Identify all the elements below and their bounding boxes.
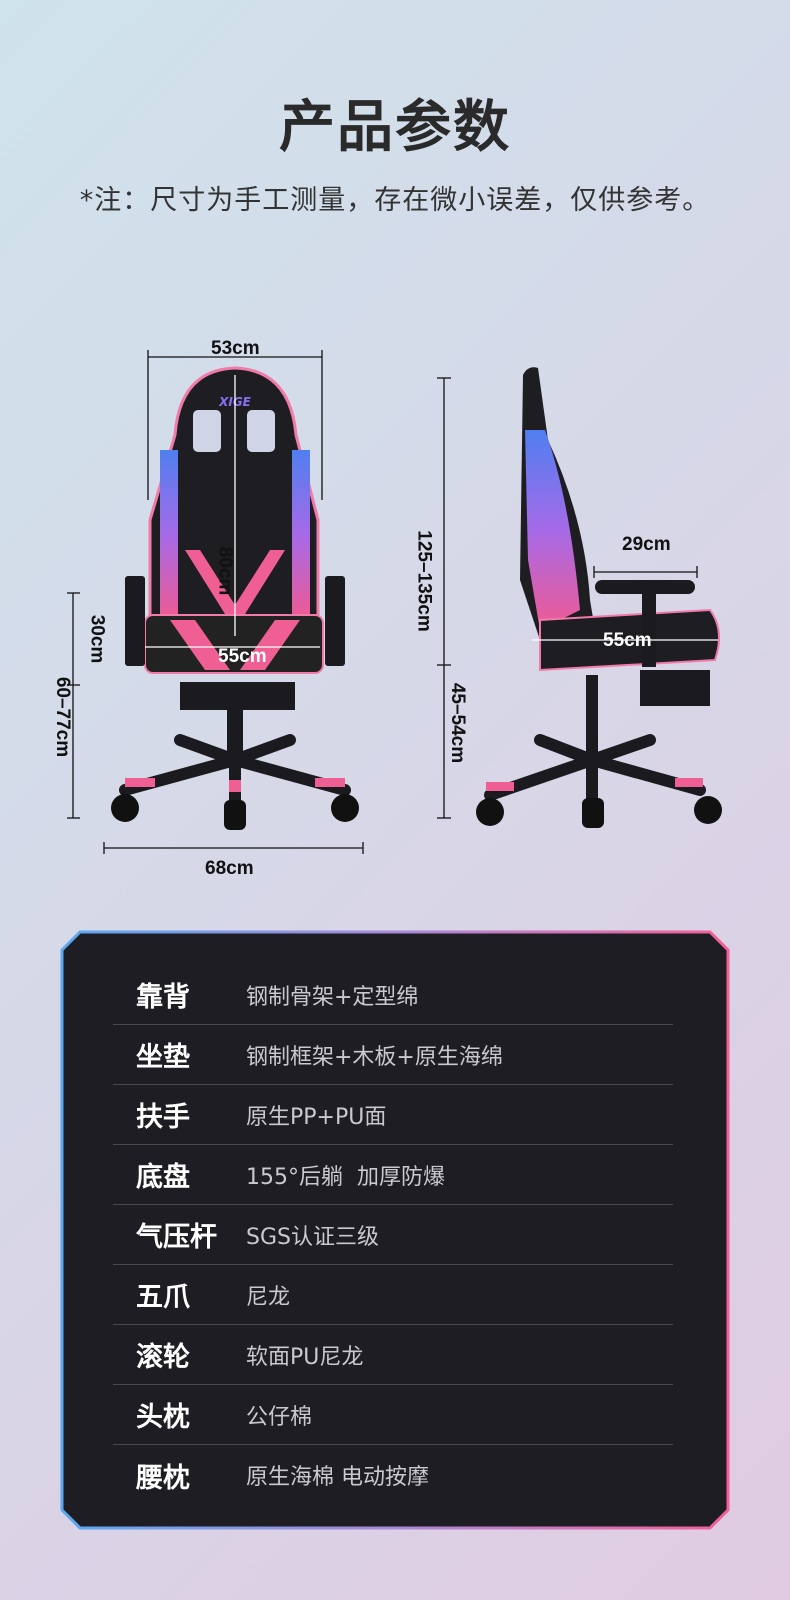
spec-value: 155°后躺 加厚防爆 bbox=[246, 1164, 445, 1190]
spec-row: 五爪 尼龙 bbox=[113, 1265, 673, 1325]
spec-row: 滚轮 软面PU尼龙 bbox=[113, 1325, 673, 1385]
spec-value: 软面PU尼龙 bbox=[246, 1344, 364, 1370]
spec-value: 公仔棉 bbox=[246, 1404, 313, 1430]
spec-label: 腰枕 bbox=[136, 1462, 190, 1494]
spec-row: 腰枕 原生海棉 电动按摩 bbox=[113, 1445, 673, 1505]
dimension-lines bbox=[67, 350, 698, 854]
spec-row: 头枕 公仔棉 bbox=[113, 1385, 673, 1445]
seat-depth-label: 55cm bbox=[603, 630, 652, 651]
spec-value: 尼龙 bbox=[246, 1284, 291, 1310]
spec-value: SGS认证三级 bbox=[246, 1224, 379, 1250]
spec-row: 气压杆 SGS认证三级 bbox=[113, 1205, 673, 1265]
spec-label: 五爪 bbox=[136, 1282, 190, 1313]
spec-row: 靠背 钢制骨架+定型绵 bbox=[113, 965, 673, 1025]
seat-width-label: 55cm bbox=[218, 646, 267, 667]
spec-row: 底盘 155°后躺 加厚防爆 bbox=[113, 1145, 673, 1205]
chair-illustrations: XIGE bbox=[67, 350, 722, 854]
front-width-label: 53cm bbox=[211, 338, 260, 359]
spec-label: 滚轮 bbox=[136, 1342, 190, 1373]
base-width-label: 68cm bbox=[205, 858, 254, 879]
armrest-length-label: 29cm bbox=[622, 534, 671, 555]
spec-label: 扶手 bbox=[136, 1102, 190, 1133]
seat-height-label: 45–54cm bbox=[447, 682, 469, 764]
spec-table: 靠背 钢制骨架+定型绵 坐垫 钢制框架+木板+原生海绵 扶手 原生PP+PU面 底盘 1… bbox=[60, 930, 730, 1530]
armrest-height-label: 30cm bbox=[86, 614, 108, 664]
front-chair: XIGE bbox=[111, 366, 359, 830]
spec-value: 原生PP+PU面 bbox=[246, 1104, 387, 1130]
spec-row: 扶手 原生PP+PU面 bbox=[113, 1085, 673, 1145]
measurement-note: *注：尺寸为手工测量，存在微小误差，仅供参考。 bbox=[79, 185, 711, 216]
spec-value: 钢制框架+木板+原生海绵 bbox=[246, 1044, 503, 1070]
spec-label: 坐垫 bbox=[136, 1042, 190, 1073]
spec-row: 坐垫 钢制框架+木板+原生海绵 bbox=[113, 1025, 673, 1085]
seat-height-total-label: 60–77cm bbox=[52, 676, 74, 758]
spec-label: 底盘 bbox=[136, 1162, 190, 1193]
spec-label: 气压杆 bbox=[136, 1222, 217, 1253]
spec-label: 靠背 bbox=[136, 982, 190, 1013]
page-title: 产品参数 bbox=[279, 95, 511, 160]
spec-value: 钢制骨架+定型绵 bbox=[246, 984, 419, 1010]
spec-value: 原生海棉 电动按摩 bbox=[246, 1465, 429, 1490]
back-height-label: 80cm bbox=[214, 546, 236, 596]
side-chair bbox=[476, 367, 722, 828]
spec-label: 头枕 bbox=[136, 1402, 190, 1433]
total-height-label: 125–135cm bbox=[413, 530, 435, 632]
